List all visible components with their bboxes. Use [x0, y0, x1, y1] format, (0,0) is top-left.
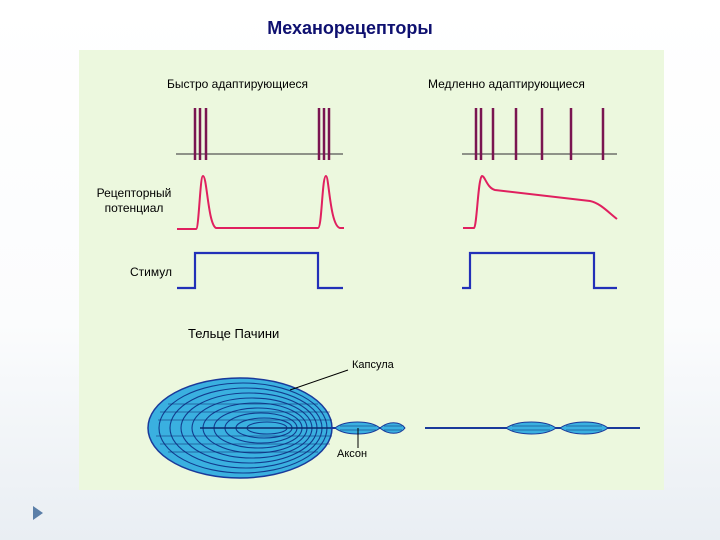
axon-right	[425, 422, 640, 434]
capsule-leader-line	[290, 370, 348, 390]
fast-receptor-potential	[177, 176, 344, 229]
fast-adapting-label: Быстро адаптирующиеся	[167, 77, 308, 91]
slow-stimulus	[462, 253, 617, 288]
capsule-label: Капсула	[352, 359, 394, 371]
slow-receptor-potential	[463, 176, 617, 228]
slow-adapting-label: Медленно адаптирующиеся	[428, 77, 585, 91]
axon-left	[330, 422, 405, 434]
pacinian-capsule	[148, 378, 335, 478]
axon-label: Аксон	[337, 448, 367, 460]
fast-spike-train	[176, 108, 343, 160]
play-arrow-icon[interactable]	[33, 506, 43, 520]
slow-spike-train	[462, 108, 617, 160]
pacinian-title: Тельце Пачини	[188, 326, 279, 341]
fast-stimulus	[177, 253, 343, 288]
stimulus-label: Стимул	[130, 265, 172, 279]
receptor-potential-label-line2: потенциал	[94, 201, 174, 216]
receptor-potential-label: Рецепторный потенциал	[94, 186, 174, 216]
receptor-potential-label-line1: Рецепторный	[94, 186, 174, 201]
